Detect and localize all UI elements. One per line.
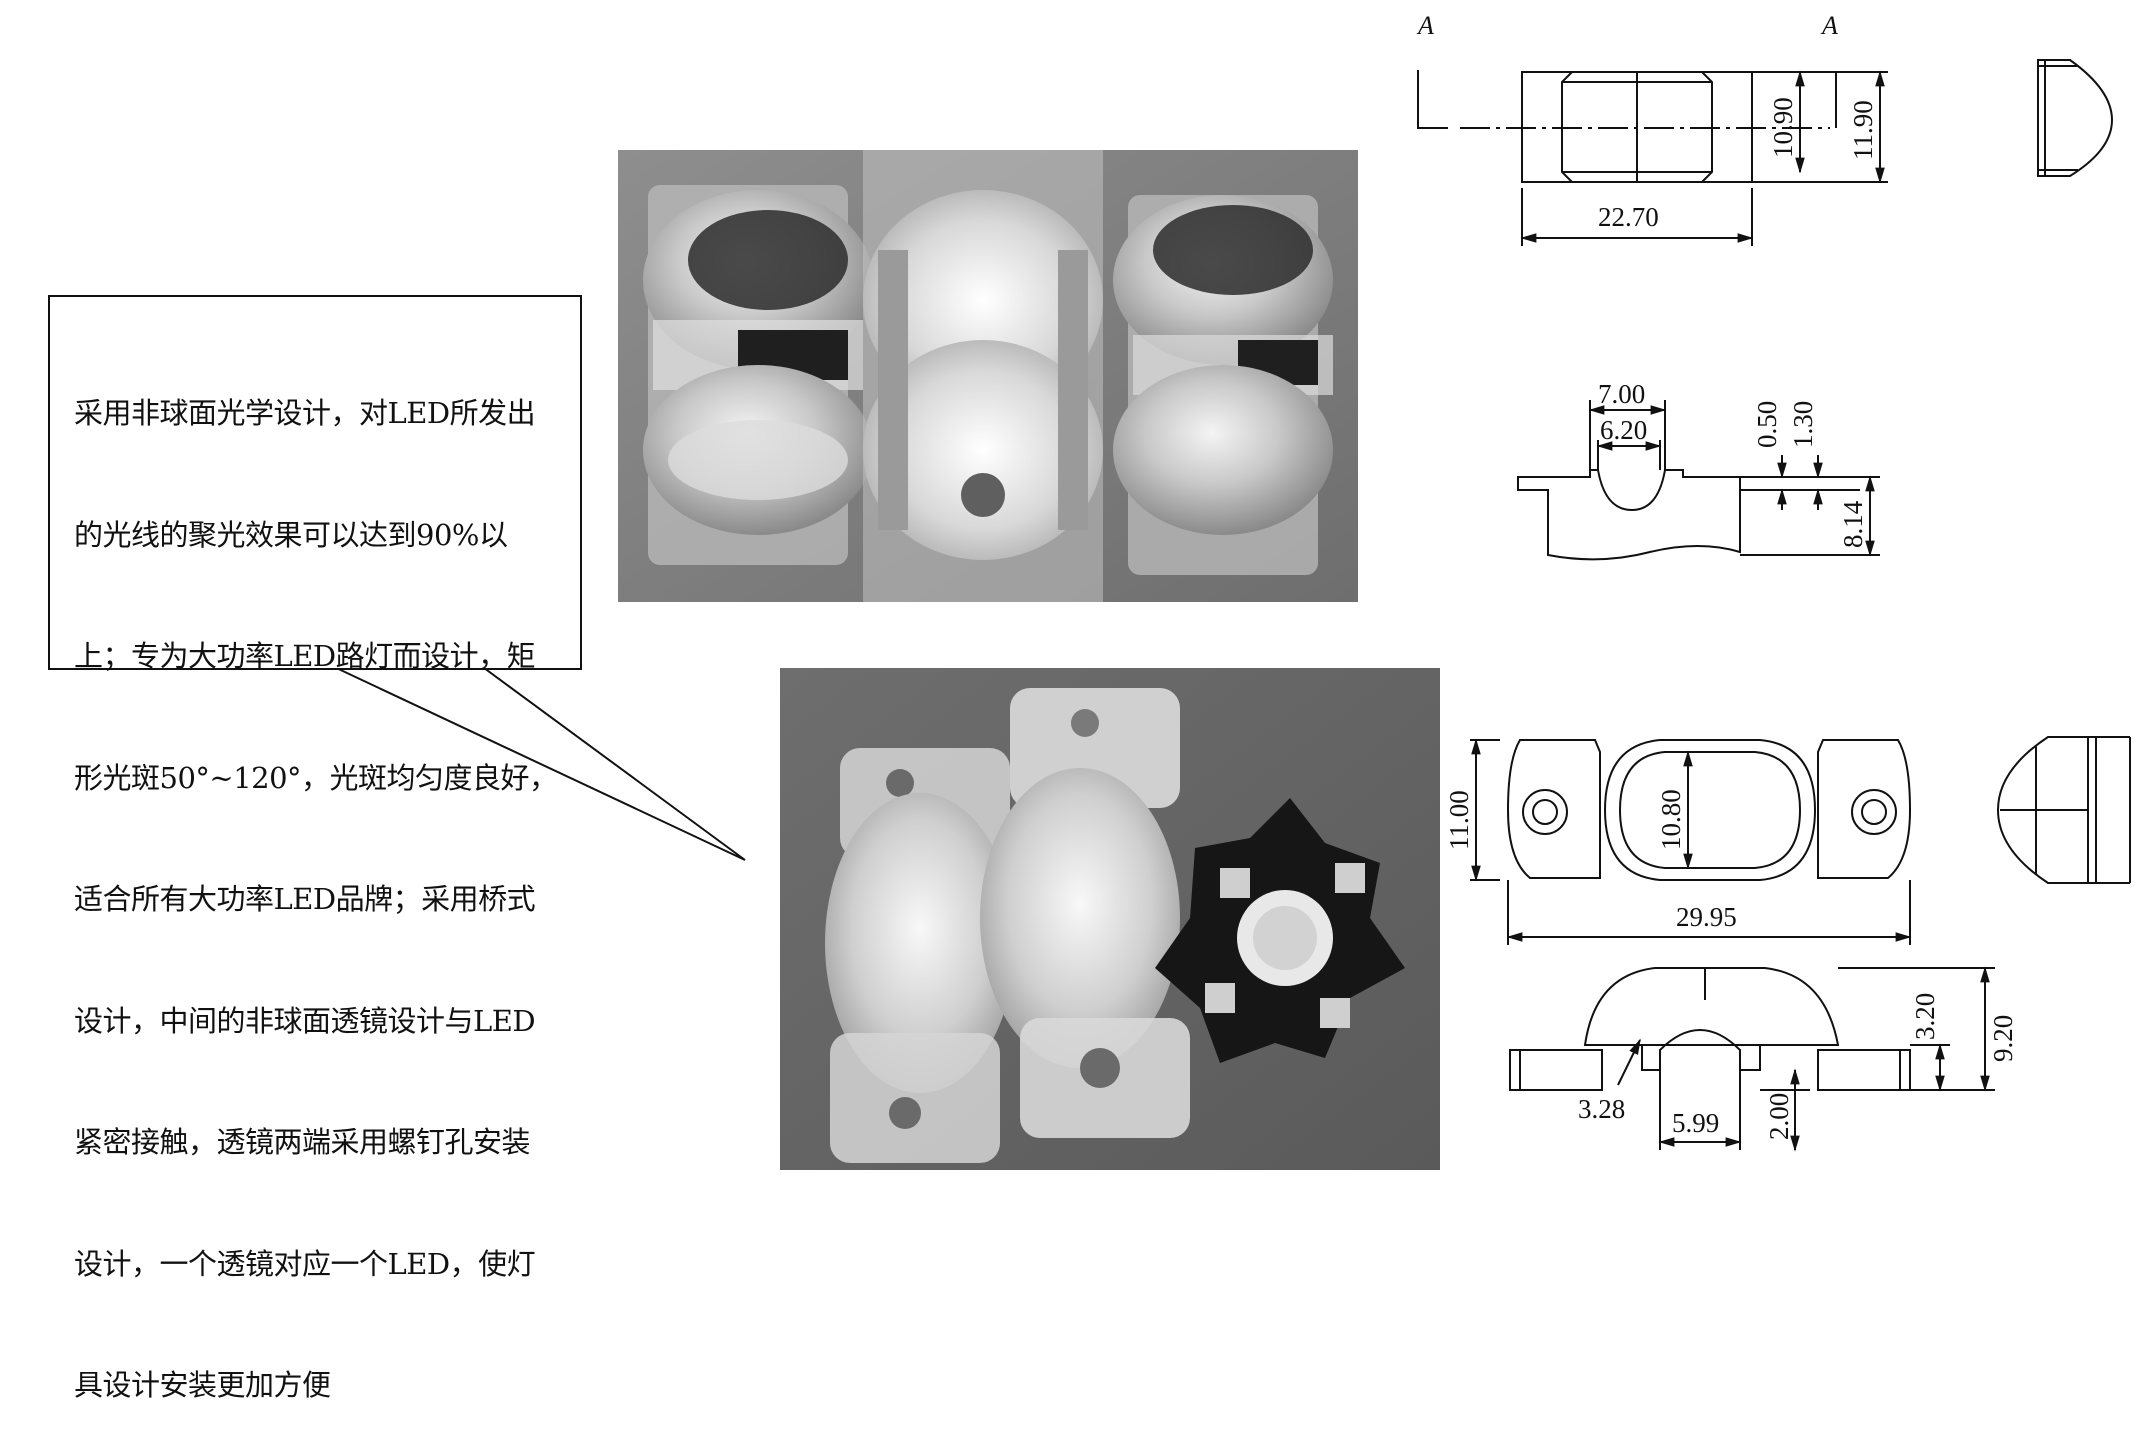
dim-groove-inner: 6.20 [1600,415,1647,445]
dim-groove-2: 5.99 [1672,1108,1719,1138]
dim-height-1: 8.14 [1838,500,1868,548]
callout-pointer [329,664,746,861]
drawing2-side-view [1996,736,2131,884]
section-mark-left: A [1416,11,1434,40]
callout-line: 具设计安装更加方便 [74,1368,331,1402]
drawing1-top-view [1417,70,1888,246]
photo-three-lenses [618,150,1358,602]
callout-line: 适合所有大功率LED品牌；采用桥式 [74,882,536,916]
section-mark-right: A [1820,11,1838,40]
callout-line: 设计，中间的非球面透镜设计与LED [74,1003,536,1038]
callout-line: 设计，一个透镜对应一个LED，使灯 [74,1246,536,1281]
dim-height-total: 9.20 [1988,1015,2018,1062]
dim-length-1: 22.70 [1598,202,1659,232]
callout-line: 的光线的聚光效果可以达到90%以 [74,517,508,552]
dim-width-inner-2: 10.80 [1656,789,1686,850]
dim-groove-outer: 7.00 [1598,379,1645,409]
photo-lenses-with-led [780,668,1440,1170]
drawing1-section-view [1517,400,1880,561]
drawing2-top-view [1470,738,1912,945]
dim-length-2: 29.95 [1676,902,1737,932]
callout-line: 采用非球面光学设计，对LED所发出 [74,396,536,430]
callout-line: 上；专为大功率LED路灯而设计，矩 [74,639,536,673]
dim-height-body: 3.20 [1910,993,1940,1040]
drawing1-side-view [2037,59,2114,177]
dim-fillet: 3.28 [1578,1094,1625,1124]
dim-step-1: 0.50 [1752,401,1782,448]
dim-width-inner-1: 10.90 [1768,97,1798,158]
dim-step-2: 1.30 [1788,401,1818,448]
callout-line: 形光斑50°~120°，光斑均匀度良好， [74,760,558,795]
dim-foot: 2.00 [1764,1093,1794,1140]
callout-box [48,295,582,670]
callout-line: 紧密接触，透镜两端采用螺钉孔安装 [74,1125,531,1159]
drawing2-front-view [1509,966,1995,1152]
dim-width-outer-1: 11.90 [1848,100,1878,160]
technical-drawings: A A 22.70 10.90 11.90 7.00 6.20 0.50 1.3… [1416,11,2131,1152]
dim-width-outer-2: 11.00 [1444,790,1474,850]
